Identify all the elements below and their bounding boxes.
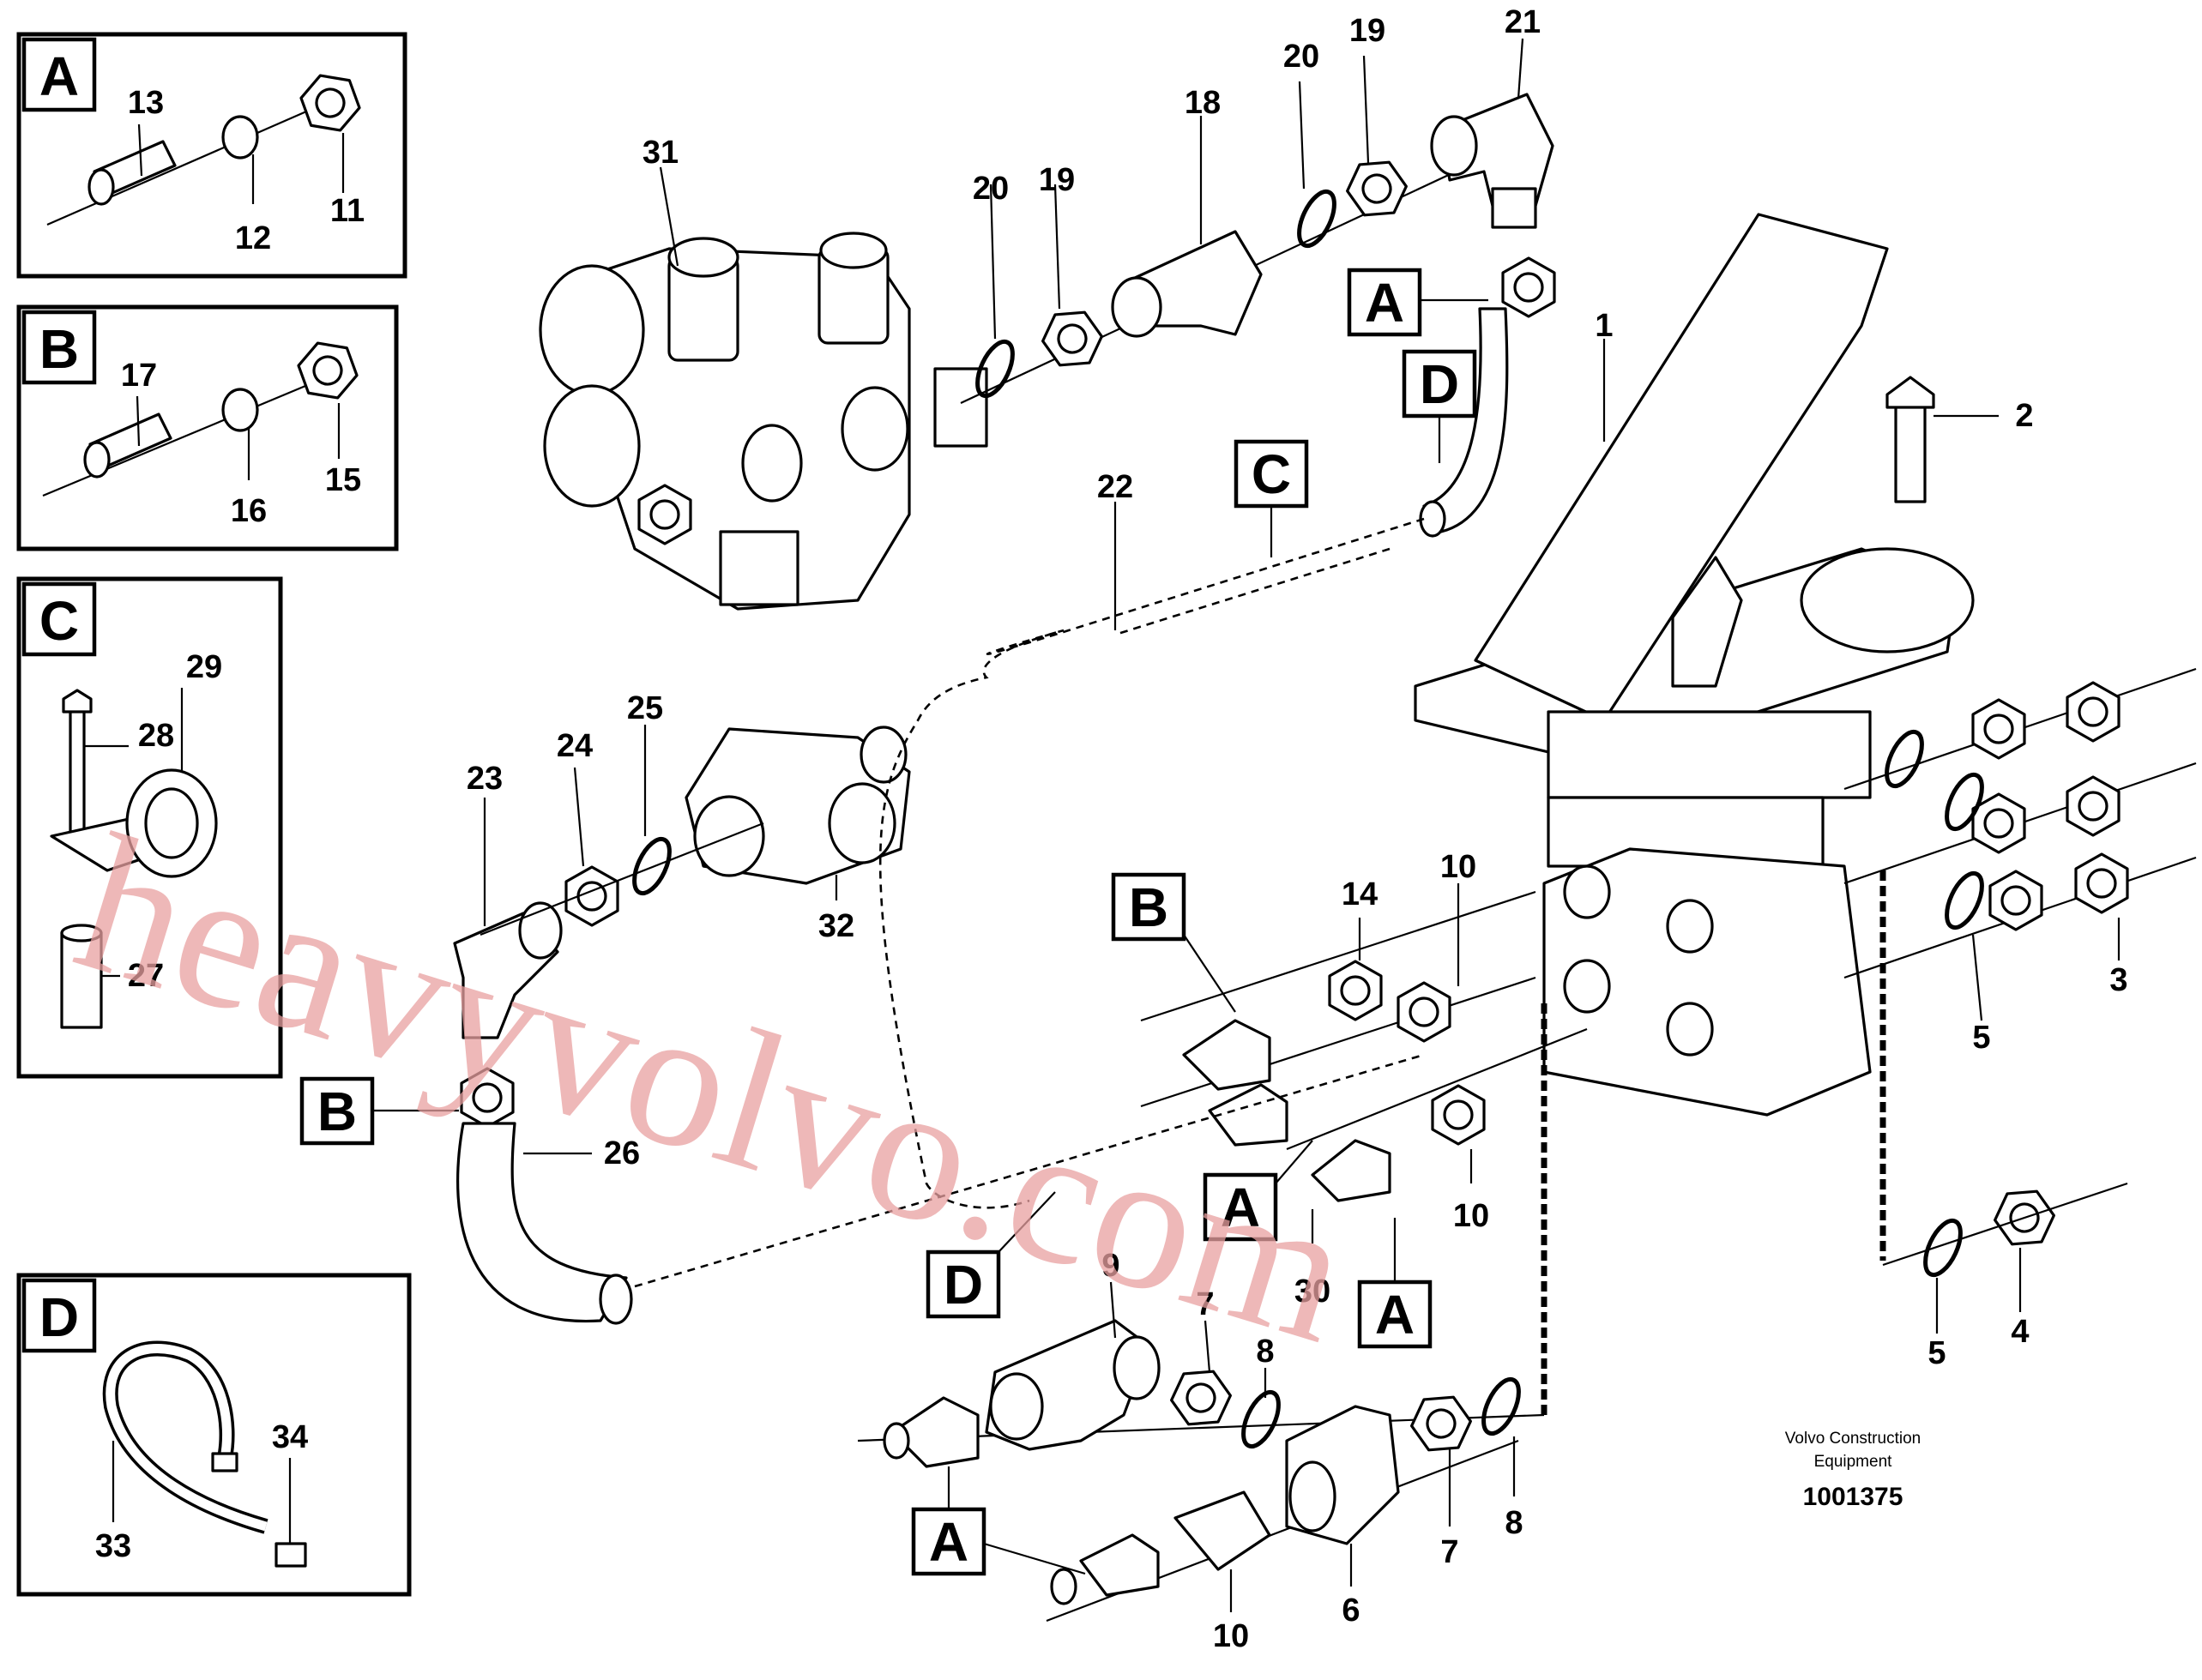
label-3: 3 [2109, 962, 2127, 998]
label-5b: 5 [1928, 1335, 1946, 1371]
tag-a-right: A [1375, 1284, 1415, 1346]
label-2: 2 [2015, 398, 2033, 434]
inset-c-letter: C [39, 590, 79, 652]
label-6: 6 [1342, 1593, 1360, 1629]
label-24: 24 [557, 728, 593, 764]
tag-b-left: B [317, 1081, 357, 1142]
fittings-left: 23 24 25 32 26 B [299, 690, 911, 1325]
label-20b: 20 [1283, 39, 1319, 75]
label-1: 1 [1595, 308, 1613, 344]
label-10c: 10 [1213, 1618, 1249, 1654]
part-number: 1001375 [1803, 1483, 1903, 1511]
tag-a-bottom: A [929, 1511, 968, 1573]
fittings-centre: 14 10 10 30 B A A [1111, 849, 1588, 1415]
inset-d-letter: D [39, 1286, 79, 1348]
label-18: 18 [1185, 85, 1221, 121]
tag-a-top: A [1365, 272, 1404, 334]
label-25: 25 [627, 690, 663, 726]
label-30: 30 [1294, 1274, 1330, 1310]
label-12: 12 [235, 220, 271, 256]
label-19a: 19 [1039, 162, 1075, 198]
fittings-right: 5 3 5 4 [1843, 667, 2197, 1371]
label-15: 15 [325, 462, 361, 498]
label-10a: 10 [1440, 849, 1476, 885]
tag-d-bottom: D [944, 1254, 983, 1316]
label-19b: 19 [1349, 13, 1385, 49]
credit-block: Volvo Construction Equipment 1001375 [1785, 1430, 1921, 1511]
inset-a-letter: A [39, 45, 79, 107]
label-29: 29 [186, 649, 222, 685]
label-9: 9 [1101, 1248, 1119, 1284]
label-14: 14 [1342, 876, 1378, 912]
label-27: 27 [128, 958, 164, 994]
fittings-top: 20 19 18 20 19 21 [970, 4, 1554, 401]
label-32: 32 [818, 908, 854, 944]
label-8b: 8 [1505, 1505, 1523, 1541]
label-13: 13 [128, 85, 164, 121]
credit-line1: Volvo Construction [1785, 1430, 1921, 1448]
label-26: 26 [604, 1135, 640, 1171]
label-23: 23 [467, 761, 503, 797]
tag-b-centre: B [1129, 876, 1168, 938]
label-11: 11 [330, 193, 365, 229]
label-33: 33 [95, 1528, 131, 1564]
inset-c: C 28 29 27 [16, 576, 283, 1079]
label-20a: 20 [973, 171, 1009, 207]
label-16: 16 [231, 493, 267, 529]
label-17: 17 [121, 358, 157, 394]
label-7a: 7 [1196, 1286, 1214, 1322]
tag-d-top: D [1420, 353, 1459, 415]
brake-valve-31: 31 [539, 135, 988, 611]
inset-a: A 13 12 11 [16, 32, 407, 279]
label-10b: 10 [1453, 1198, 1489, 1234]
label-22: 22 [1097, 469, 1133, 505]
inset-b-letter: B [39, 318, 79, 380]
label-8a: 8 [1256, 1334, 1274, 1370]
label-7b: 7 [1440, 1534, 1458, 1570]
hose-top: A D [1347, 256, 1556, 538]
hose-routing: 22 C D [634, 439, 1425, 1319]
pedal-valve: 1 2 [1414, 213, 2034, 1117]
inset-d: D 33 34 [16, 1273, 412, 1597]
label-21: 21 [1505, 4, 1541, 40]
label-4: 4 [2011, 1314, 2029, 1350]
inset-b: B 17 16 15 [16, 304, 399, 551]
label-31: 31 [643, 135, 679, 171]
label-5a: 5 [1972, 1020, 1990, 1056]
label-28: 28 [138, 718, 174, 754]
tag-a-centre: A [1221, 1177, 1260, 1238]
label-34: 34 [272, 1419, 308, 1455]
credit-line2: Equipment [1814, 1453, 1893, 1471]
fittings-bottom: 9 7 8 6 7 8 10 A [857, 1248, 1545, 1654]
tag-c: C [1252, 443, 1291, 505]
